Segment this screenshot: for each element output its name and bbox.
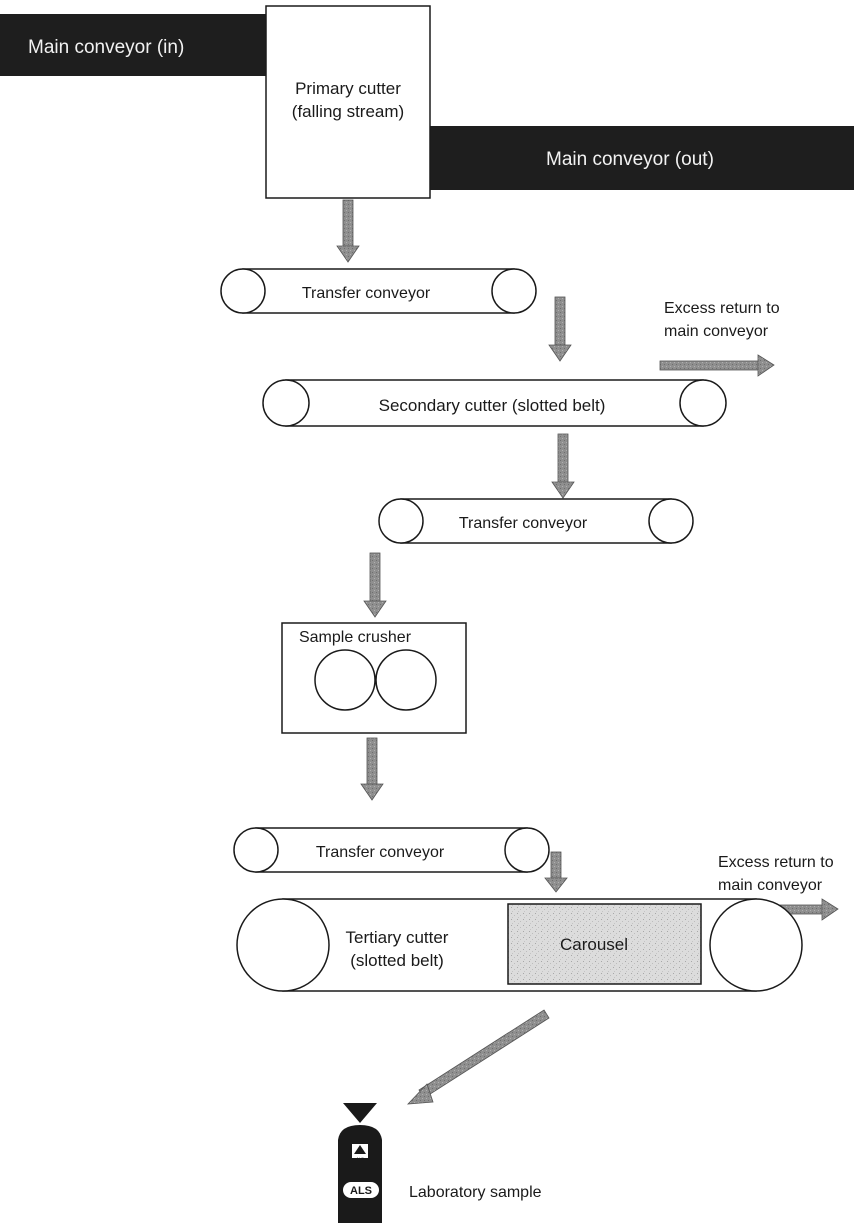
transfer-conveyor-3-label: Transfer conveyor (316, 844, 445, 861)
crusher-roll-right (375, 649, 437, 711)
down-arrow-2 (548, 296, 572, 362)
transfer-conveyor-3: Transfer conveyor (233, 827, 550, 873)
secondary-cutter-label: Secondary cutter (slotted belt) (379, 396, 606, 415)
crusher-roll-left (314, 649, 376, 711)
tertiary-cutter-label-line2: (slotted belt) (350, 951, 444, 970)
excess-return-2-line1: Excess return to (718, 854, 834, 871)
primary-cutter-label-line1: Primary cutter (295, 79, 401, 98)
main-conveyor-in-label: Main conveyor (in) (28, 37, 184, 58)
als-badge: ALS (343, 1182, 379, 1198)
carousel: Carousel (507, 903, 702, 985)
sample-crusher-label: Sample crusher (299, 629, 412, 646)
transfer-conveyor-1: Transfer conveyor (220, 268, 537, 314)
primary-cutter: Primary cutter (falling stream) (265, 5, 431, 199)
als-badge-label: ALS (350, 1185, 372, 1197)
down-arrow-4 (363, 552, 387, 618)
main-conveyor-out: Main conveyor (out) (400, 126, 854, 190)
main-conveyor-in: Main conveyor (in) (0, 14, 280, 76)
sample-bag-icon: ALS ALS (338, 1103, 382, 1223)
down-arrow-6 (544, 851, 568, 893)
down-arrow-1 (336, 199, 360, 263)
transfer-conveyor-2-label: Transfer conveyor (459, 515, 588, 532)
excess-return-1-line2: main conveyor (664, 323, 769, 340)
excess-return-1-line1: Excess return to (664, 300, 780, 317)
main-conveyor-out-label: Main conveyor (out) (546, 149, 714, 170)
down-arrow-3 (551, 433, 575, 499)
diagonal-arrow (406, 1009, 550, 1105)
excess-return-1: Excess return to main conveyor (659, 300, 780, 377)
transfer-conveyor-1-label: Transfer conveyor (302, 285, 431, 302)
primary-cutter-label-line2: (falling stream) (292, 102, 404, 121)
laboratory-sample-label: Laboratory sample (409, 1184, 542, 1201)
transfer-conveyor-2: Transfer conveyor (378, 498, 694, 544)
excess-return-2-line2: main conveyor (718, 877, 823, 894)
als-logo: ALS (352, 1144, 368, 1161)
carousel-label: Carousel (560, 935, 628, 954)
sample-crusher: Sample crusher (281, 622, 467, 734)
svg-text:ALS: ALS (356, 1156, 364, 1161)
down-arrow-5 (360, 737, 384, 801)
secondary-cutter: Secondary cutter (slotted belt) (262, 379, 727, 427)
tertiary-cutter-label-line1: Tertiary cutter (346, 928, 449, 947)
